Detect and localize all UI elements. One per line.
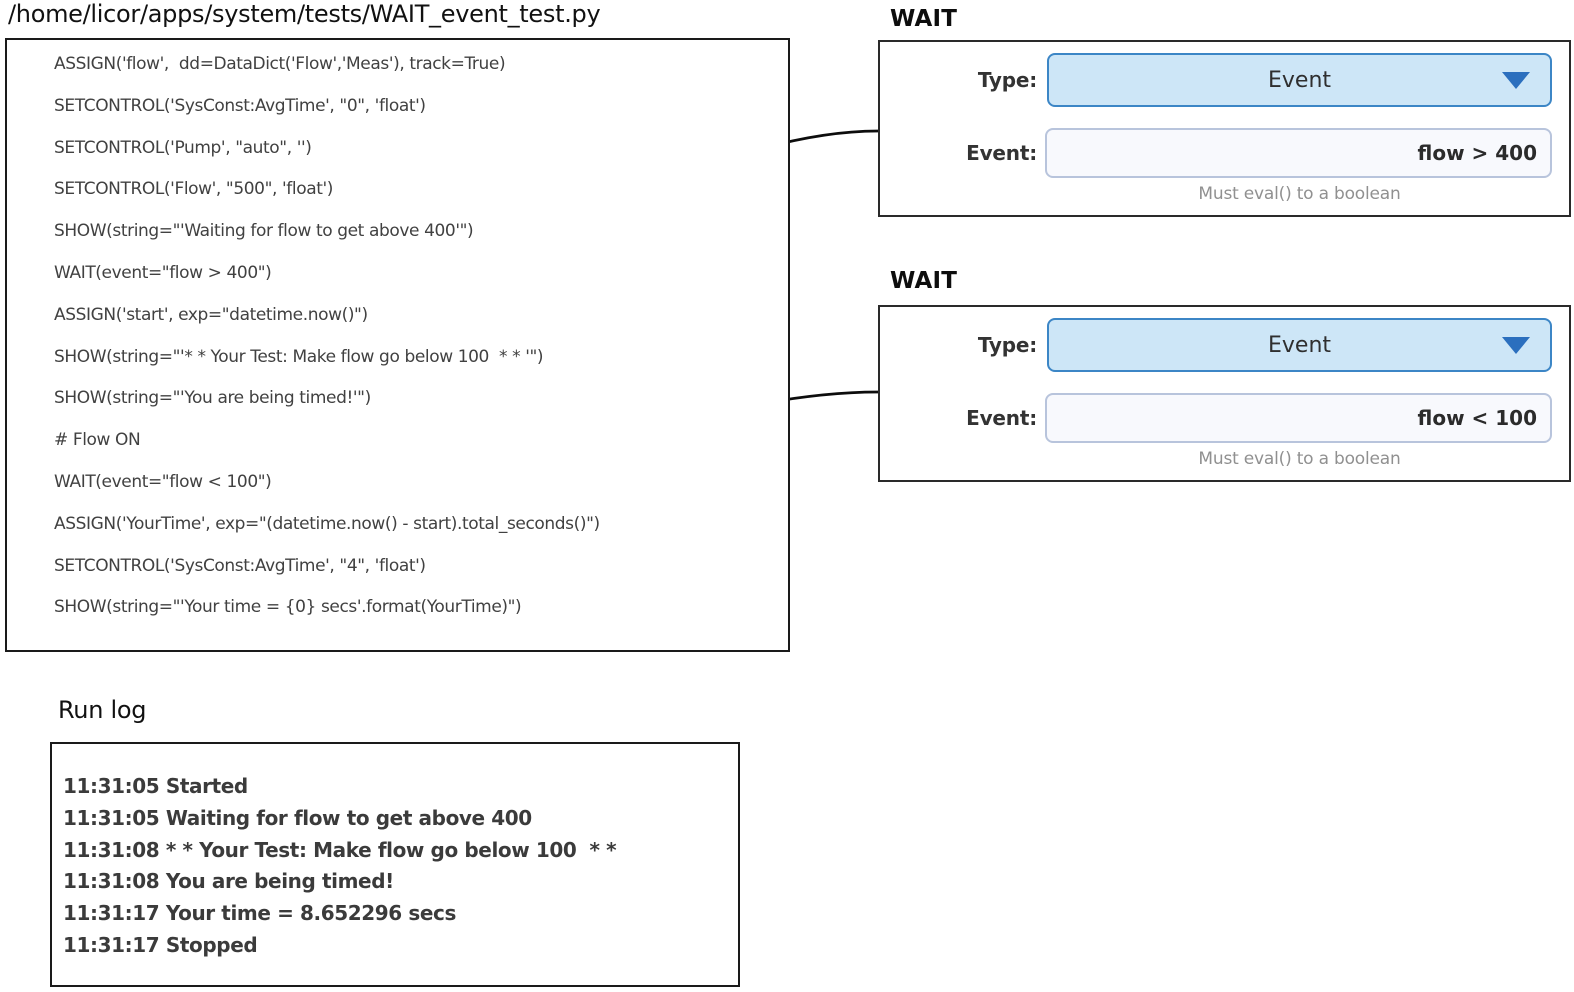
code-line: SETCONTROL('SysConst:AvgTime', "4", 'flo… [54, 555, 426, 576]
code-line: WAIT(event="flow < 100") [54, 471, 272, 492]
event-label: Event: [966, 406, 1037, 430]
code-line: SETCONTROL('Pump', "auto", '') [54, 137, 312, 158]
wait-panel-1: Type: Event Event: Must eval() to a bool… [878, 40, 1571, 217]
code-line: SHOW(string="'* * Your Test: Make flow g… [54, 346, 544, 367]
code-line: SHOW(string="'Waiting for flow to get ab… [54, 221, 474, 242]
log-line: 11:31:17 Your time = 8.652296 secs [63, 901, 457, 926]
event-helper-text: Must eval() to a boolean [1198, 449, 1401, 469]
dropdown-arrow-icon [1502, 72, 1530, 89]
log-line: 11:31:05 Started [63, 774, 248, 798]
file-path-title: /home/licor/apps/system/tests/WAIT_event… [8, 0, 601, 28]
run-log-panel: 11:31:05 Started 11:31:05 Waiting for flo… [50, 742, 740, 987]
script-code-panel: ASSIGN('flow', dd=DataDict('Flow','Meas'… [5, 38, 790, 652]
log-line: 11:31:08 You are being timed! [63, 869, 394, 894]
code-line: SETCONTROL('SysConst:AvgTime', "0", 'flo… [54, 95, 426, 116]
type-label: Type: [977, 333, 1037, 357]
code-line: ASSIGN('start', exp="datetime.now()") [54, 304, 368, 325]
type-dropdown[interactable]: Event [1047, 318, 1552, 372]
code-line: ASSIGN('YourTime', exp="(datetime.now() … [54, 513, 600, 534]
code-line: SHOW(string="'Your time = {0} secs'.form… [54, 597, 522, 618]
code-line: # Flow ON [54, 430, 141, 451]
type-dropdown[interactable]: Event [1047, 53, 1552, 107]
log-line: 11:31:08 * * Your Test: Make flow go bel… [63, 837, 617, 862]
code-line: ASSIGN('flow', dd=DataDict('Flow','Meas'… [54, 54, 506, 74]
log-line: 11:31:17 Stopped [63, 932, 258, 957]
dropdown-arrow-icon [1502, 337, 1530, 354]
run-log-title: Run log [58, 696, 147, 724]
code-line: SHOW(string="'You are being timed!'") [54, 388, 371, 409]
type-dropdown-value: Event [1267, 67, 1332, 93]
code-line: SETCONTROL('Flow', "500", 'float') [54, 179, 333, 200]
code-line: WAIT(event="flow > 400") [54, 262, 272, 283]
event-expression-input[interactable] [1045, 393, 1552, 443]
event-helper-text: Must eval() to a boolean [1198, 184, 1401, 204]
event-label: Event: [966, 141, 1037, 165]
run-log-lines: 11:31:05 Started 11:31:05 Waiting for flo… [52, 744, 738, 962]
type-dropdown-value: Event [1267, 332, 1332, 358]
wait-panel-2-title: WAIT [890, 268, 958, 294]
type-label: Type: [977, 68, 1037, 92]
wait-panel-2: Type: Event Event: Must eval() to a bool… [878, 305, 1571, 482]
wait-panel-1-title: WAIT [890, 6, 958, 32]
script-code-lines: ASSIGN('flow', dd=DataDict('Flow','Meas'… [7, 40, 788, 629]
log-line: 11:31:05 Waiting for flow to get above 4… [63, 805, 532, 830]
event-expression-input[interactable] [1045, 128, 1552, 178]
